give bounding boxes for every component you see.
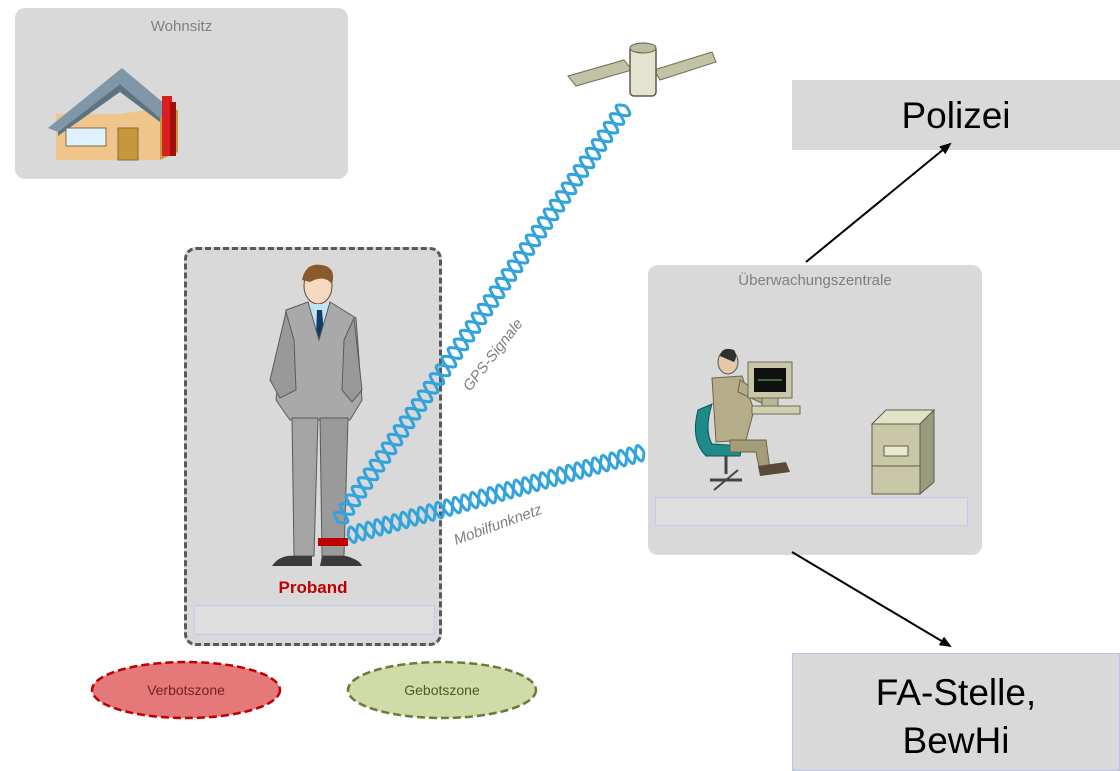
fa-stelle-box	[792, 653, 1120, 771]
verbotszone: Verbotszone	[90, 660, 282, 720]
house-icon	[48, 68, 178, 161]
man-icon	[269, 264, 363, 566]
gps-signal-label: GPS-Signale	[460, 316, 527, 395]
polizei-label: Polizei	[901, 95, 1011, 136]
polizei-box	[792, 80, 1120, 150]
verbotszone-label: Verbotszone	[147, 682, 225, 698]
ankle-tag-icon	[318, 538, 348, 546]
computer-icon	[747, 361, 801, 415]
proband-label: Proband	[278, 578, 348, 597]
file-cabinet-icon	[870, 408, 936, 496]
arrow-to-fa-stelle	[791, 551, 952, 648]
fa-stelle-line2: BewHi	[902, 720, 1010, 761]
zentrale-field	[655, 497, 968, 526]
operator-icon	[694, 348, 790, 491]
gebotszone: Gebotszone	[346, 660, 538, 720]
zentrale-label: Überwachungszentrale	[738, 272, 892, 289]
arrow-to-polizei	[805, 142, 952, 263]
satellite-icon	[567, 42, 717, 97]
gps-signal-helix	[332, 103, 632, 525]
wohnsitz-label: Wohnsitz	[150, 18, 213, 35]
fa-stelle-line1: FA-Stelle,	[875, 672, 1037, 713]
gebotszone-label: Gebotszone	[404, 682, 480, 698]
proband-field	[194, 605, 435, 635]
mobil-signal-helix	[346, 444, 646, 544]
